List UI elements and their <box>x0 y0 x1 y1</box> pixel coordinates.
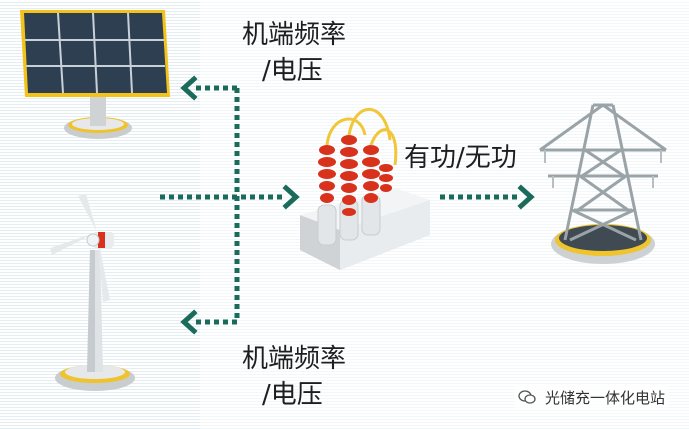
wechat-icon <box>518 389 536 408</box>
solar-panel-icon <box>20 10 170 139</box>
arrow-head-right-tower <box>517 184 535 210</box>
wind-turbine-icon <box>50 194 135 391</box>
signal-arrows <box>160 85 520 325</box>
bottom-label-line2: /电压 <box>262 380 323 410</box>
background-panel <box>200 0 689 429</box>
bottom-label-line1: 机端频率 <box>242 344 347 374</box>
transformer-icon <box>300 107 430 270</box>
transmission-tower-icon <box>539 103 667 264</box>
watermark-text: 光储充一体化电站 <box>544 389 665 407</box>
arrow-head-right-transformer <box>282 184 300 210</box>
top-label-line1: 机端频率 <box>242 20 347 50</box>
top-label-line2: /电压 <box>262 56 323 86</box>
middle-label: 有功/无功 <box>404 143 517 173</box>
watermark: 光储充一体化电站 <box>514 386 669 409</box>
arrow-heads <box>180 75 535 335</box>
arrow-head-left-bottom <box>180 309 198 335</box>
arrow-head-left-top <box>180 75 198 101</box>
